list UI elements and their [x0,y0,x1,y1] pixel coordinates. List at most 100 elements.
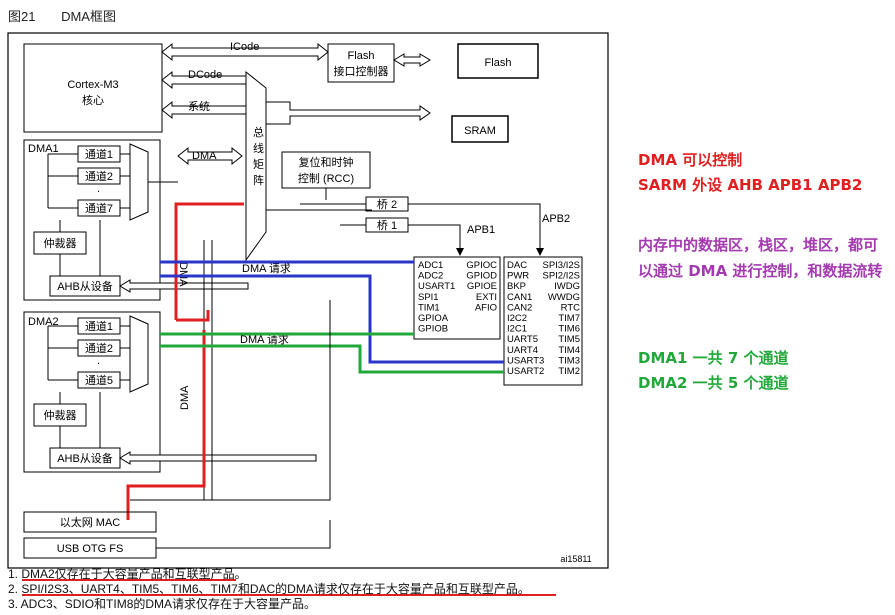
dma2-mux [129,315,149,393]
svg-text:仲裁器: 仲裁器 [44,236,77,250]
peripheral-label: SPI1 [418,292,439,303]
svg-text:ICode: ICode [230,41,259,53]
dma2-channel-arrows [47,325,130,381]
svg-text:DMA2: DMA2 [28,316,59,328]
svg-text:桥 2: 桥 2 [377,198,397,211]
note-red-line-2: SARM 外设 AHB APB1 APB2 [638,176,863,194]
dma2-channel-dots: . [97,355,100,367]
svg-text:通道1: 通道1 [85,147,113,161]
cortex-label: Cortex-M3 [67,79,118,91]
peripheral-label: DAC [507,260,527,271]
svg-text:DMA1: DMA1 [28,143,59,155]
svg-text:通道5: 通道5 [85,373,113,387]
peripheral-label: SPI2/I2S [543,271,581,282]
dma1-channel-arrows [47,153,178,209]
flash-bus [393,53,431,67]
note-purple: 内存中的数据区，栈区，堆区，都可以通过 DMA 进行控制，和数据流转 [638,236,883,280]
peripheral-label: PWR [507,271,529,282]
svg-text:SRAM: SRAM [464,125,496,137]
svg-text:接口控制器: 接口控制器 [334,64,389,78]
icode-bus: ICode [161,41,329,62]
svg-text:USB OTG FS: USB OTG FS [57,543,124,555]
peripheral-label: GPIOD [466,271,497,282]
apb1-bus-line [408,224,464,256]
svg-text:APB1: APB1 [467,224,495,236]
footnote-2: 2. SPI/I2S3、UART4、TIM5、TIM6、TIM7和DAC的DMA… [8,582,530,596]
cortex-m3-box [23,43,163,133]
note-green-line-1: DMA1 一共 7 个通道 [638,349,789,367]
blue-annotation-path [160,260,504,364]
svg-text:通道2: 通道2 [85,341,113,355]
note-green-line-2: DMA2 一共 5 个通道 [638,374,789,392]
peripheral-label: ADC2 [418,271,443,282]
svg-text:仲裁器: 仲裁器 [44,408,77,422]
peripheral-label: TIM3 [558,355,580,366]
peripheral-label: GPIOA [418,313,449,324]
note-red: DMA 可以控制 SARM 外设 AHB APB1 APB2 [638,148,862,198]
ahb-slave-arrow-1 [119,279,249,293]
svg-text:系统: 系统 [188,100,210,113]
peripheral-label: GPIOE [467,281,497,292]
dcode-bus: DCode [161,69,247,90]
peripheral-label: USART3 [507,355,544,366]
svg-text:通道2: 通道2 [85,169,113,183]
svg-text:桥 1: 桥 1 [377,219,397,232]
dma1-to-matrix-arrow [177,146,243,166]
svg-text:Flash: Flash [485,57,512,69]
dma-request-label-1: DMA 请求 [242,262,291,275]
figure-caption: 图21 DMA框图 [8,6,138,25]
peripheral-label: TIM2 [558,366,580,377]
bus-matrix-label: 总 线 矩 阵 [253,125,264,187]
peripheral-label: RTC [561,302,580,313]
peripheral-label: GPIOB [418,324,448,335]
green-annotation-path [160,332,504,374]
svg-text:矩: 矩 [253,158,264,171]
footnote-1: 1. DMA2仅存在于大容量产品和互联型产品。 [8,567,247,581]
figure-reference: ai15811 [560,554,591,564]
apb2-bus-line [408,203,544,256]
svg-text:DMA: DMA [192,150,217,162]
sram-bus [265,101,431,125]
svg-text:线: 线 [253,141,264,155]
footnote-3: 3. ADC3、SDIO和TIM8的DMA请求仅存在于大容量产品。 [8,597,317,611]
dma-request-label-2: DMA 请求 [240,333,289,346]
svg-text:控制 (RCC): 控制 (RCC) [298,171,354,185]
svg-text:APB2: APB2 [542,213,570,225]
svg-text:AHB从设备: AHB从设备 [57,279,113,293]
apb2-peripherals [503,256,583,386]
peripheral-label: GPIOC [466,260,497,271]
peripheral-label: SPI3/I2S [543,260,581,271]
core-label: 核心 [82,93,104,107]
ethernet-link [130,300,331,501]
dma1-internal-links [59,220,101,276]
flash-box [457,43,539,79]
svg-text:DCode: DCode [188,69,222,81]
peripheral-label: TIM4 [558,345,580,356]
peripheral-label: ADC1 [418,260,443,271]
peripheral-label: BKP [507,281,526,292]
peripheral-label: WWDG [548,292,580,303]
apb2-peripheral-list-1: DACPWRBKPCAN1CAN2I2C2I2C1UART5UART4USART… [507,260,544,377]
dma2-box [23,311,161,473]
usb-link [156,520,331,549]
peripheral-label: I2C2 [507,313,527,324]
svg-text:DMA: DMA [179,385,191,410]
peripheral-label: I2C1 [507,324,527,335]
note-red-line-1: DMA 可以控制 [638,151,743,169]
svg-text:总: 总 [253,125,264,139]
peripheral-label: UART5 [507,334,538,345]
flash-controller-box [327,43,395,83]
svg-text:AHB从设备: AHB从设备 [57,451,113,465]
dma1-mux [129,143,149,221]
dma1-channel-dots: . [97,183,100,195]
peripheral-label: UART4 [507,345,538,356]
peripheral-label: TIM7 [558,313,580,324]
footnotes: 1. DMA2仅存在于大容量产品和互联型产品。 2. SPI/I2S3、UART… [8,567,530,612]
peripheral-label: CAN1 [507,292,532,303]
peripheral-label: USART1 [418,281,455,292]
apb1-peripherals [413,256,501,340]
red-annotation-path [126,202,244,520]
